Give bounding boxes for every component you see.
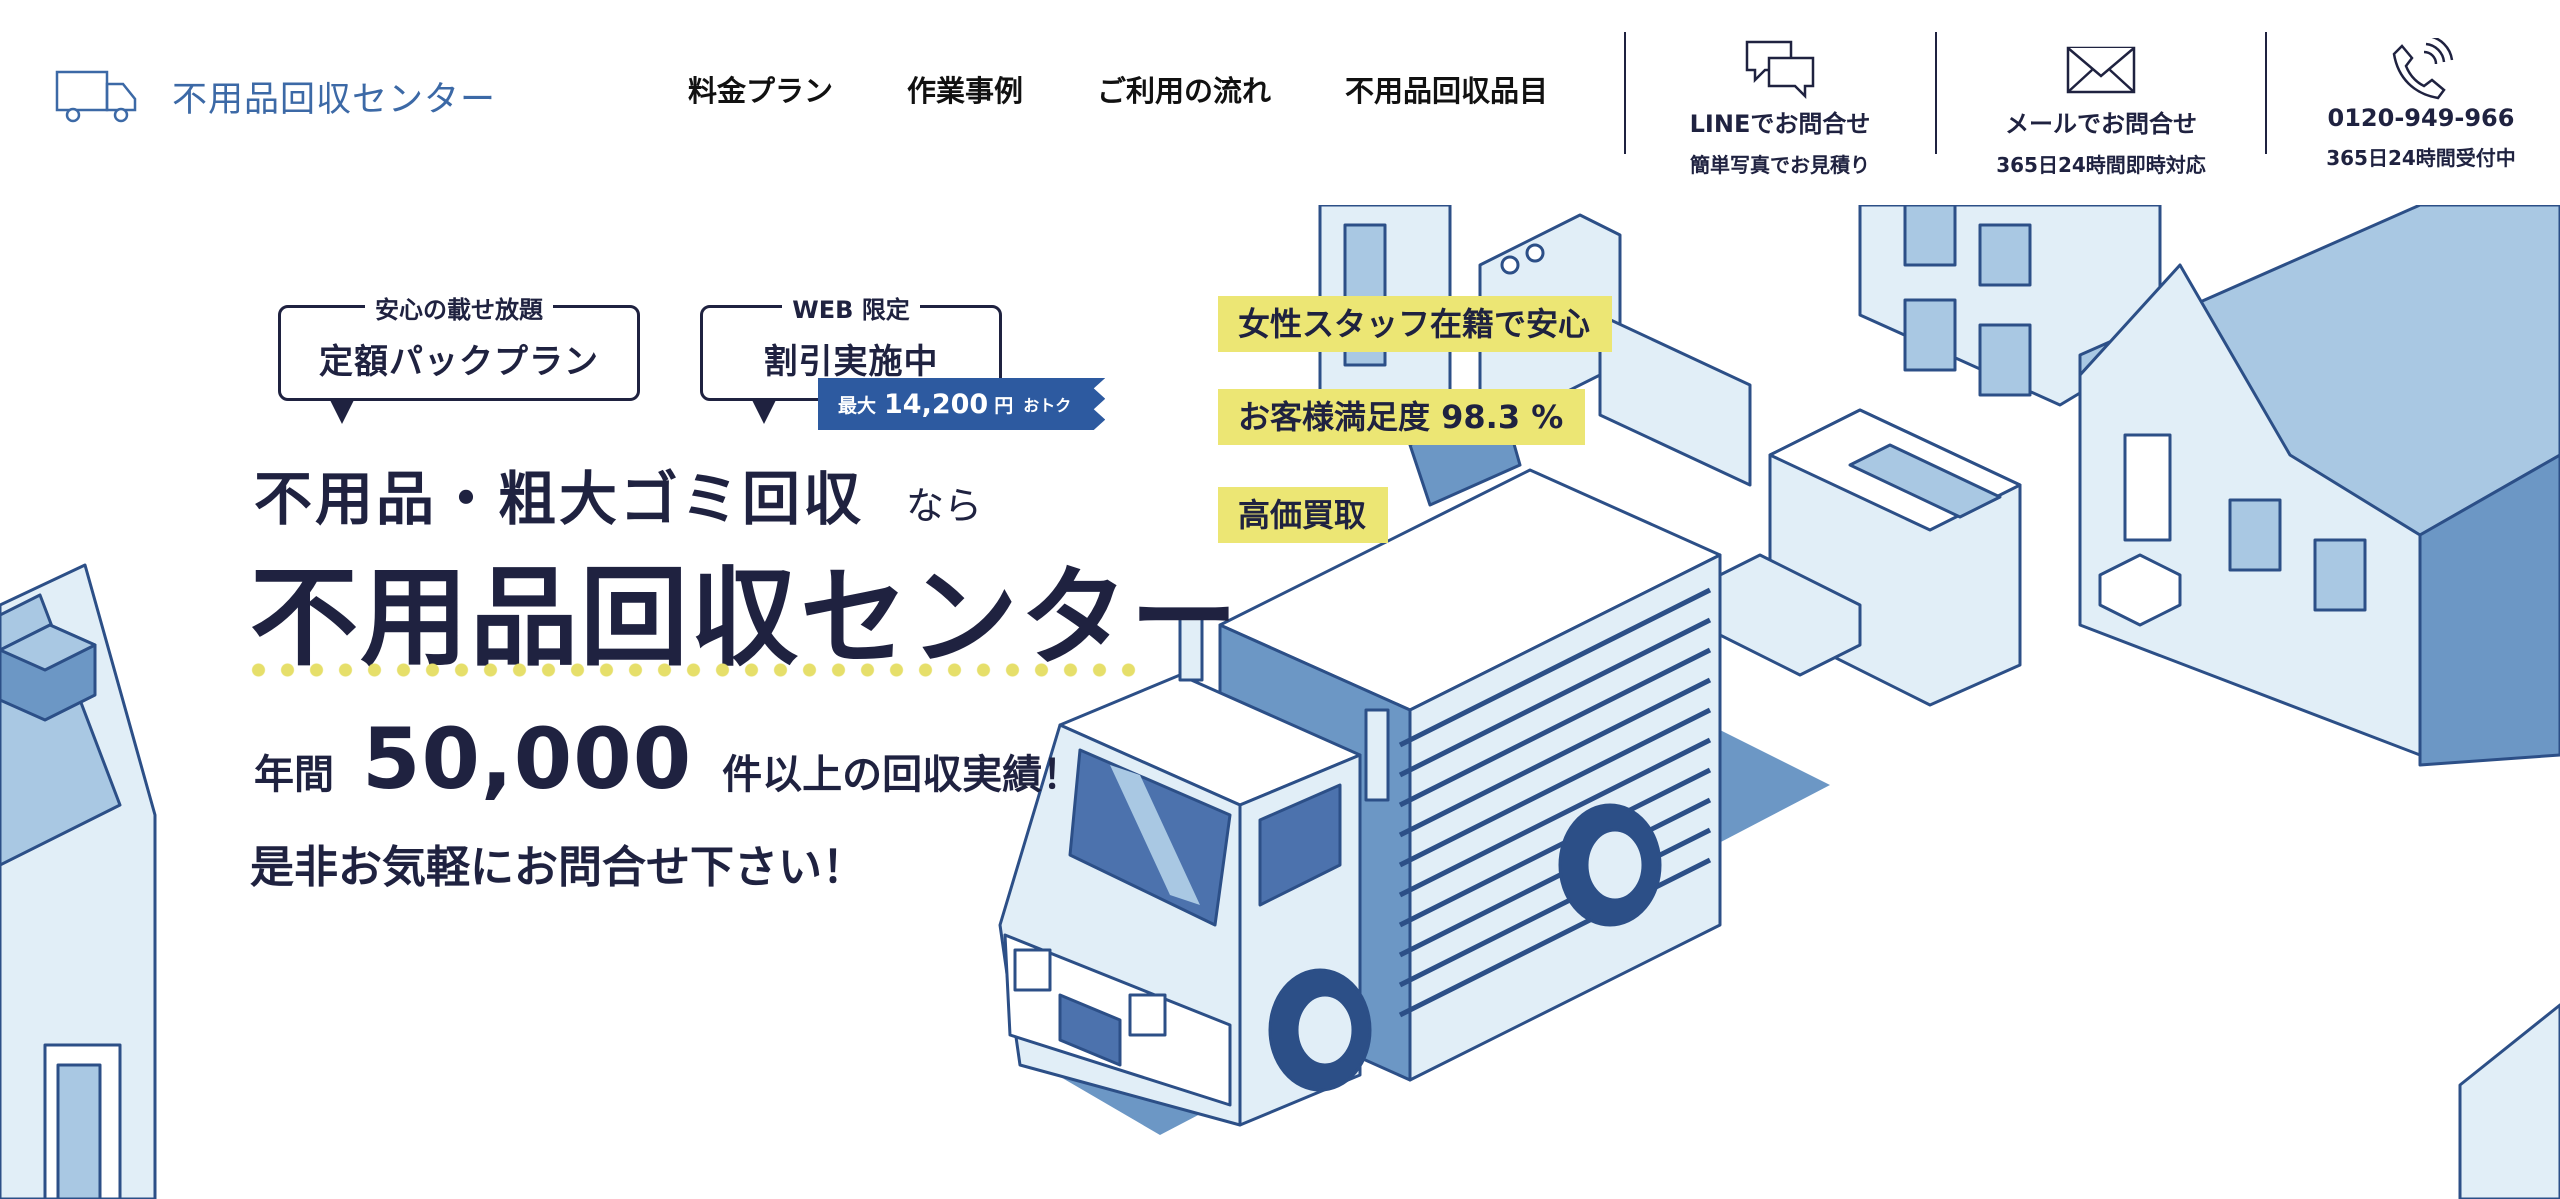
logo[interactable]: 不用品回収センター	[55, 66, 496, 126]
hero-stat: 年間 50,000 件以上の回収実績！	[254, 710, 1082, 808]
web-discount-label: 割引実施中	[763, 342, 939, 382]
mail-contact-sub: 365日24時間即時対応	[1996, 153, 2206, 177]
nav-items[interactable]: 不用品回収品目	[1345, 74, 1549, 108]
truck-illustration	[998, 468, 1722, 1127]
phone-icon	[2392, 38, 2454, 100]
phone-contact-button[interactable]: 0120-949-966 365日24時間受付中	[2265, 32, 2560, 170]
line-contact-sub: 簡単写真でお見積り	[1690, 153, 1870, 177]
envelope-icon	[2066, 46, 2136, 94]
right-house-illustration	[2078, 205, 2560, 1199]
discount-amount: 14,200	[884, 388, 989, 420]
nav-flow[interactable]: ご利用の流れ	[1097, 74, 1272, 108]
line-contact-label: LINEでお問合せ	[1689, 110, 1871, 138]
hero-section: 安心の載せ放題 定額パックプラン WEB 限定 割引実施中 最大 14,200 …	[0, 205, 2560, 1199]
hero-headline-suffix: なら	[906, 484, 983, 528]
chat-bubbles-icon	[1745, 40, 1815, 100]
discount-prefix: 最大	[838, 394, 877, 417]
discount-unit: 円	[994, 394, 1014, 417]
stat-suffix: 件以上の回収実績！	[722, 752, 1083, 798]
fixed-pack-plan-label: 定額パックプラン	[319, 342, 599, 382]
hero-subtitle: 是非お気軽にお問合せ下さい！	[250, 842, 866, 893]
phone-contact-sub: 365日24時間受付中	[2326, 146, 2516, 170]
hero-headline-main: 不用品・粗大ゴミ回収	[254, 465, 865, 533]
discount-ribbon: 最大 14,200 円 おトク	[818, 378, 1106, 430]
phone-number: 0120-949-966	[2327, 104, 2515, 132]
tag-high-price-buyback: 高価買取	[1218, 487, 1389, 543]
stat-prefix: 年間	[254, 752, 334, 798]
mail-contact-button[interactable]: メールでお問合せ 365日24時間即時対応	[1935, 32, 2265, 177]
web-discount-caption: WEB 限定	[782, 296, 920, 324]
dotted-divider	[244, 663, 1150, 677]
line-contact-button[interactable]: LINEでお問合せ 簡単写真でお見積り	[1624, 32, 1934, 177]
truck-logo-icon	[55, 70, 137, 122]
logo-text: 不用品回収センター	[172, 79, 497, 120]
tag-female-staff: 女性スタッフ在籍で安心	[1218, 296, 1613, 352]
fixed-pack-plan-caption: 安心の載せ放題	[365, 296, 553, 324]
site-header: 不用品回収センター 料金プラン 作業事例 ご利用の流れ 不用品回収品目 LINE…	[0, 0, 2560, 205]
nav-pricing[interactable]: 料金プラン	[688, 74, 834, 108]
nav-cases[interactable]: 作業事例	[907, 74, 1024, 108]
hero-title: 不用品回収センター	[250, 556, 1241, 681]
isometric-city-illustration	[0, 205, 2560, 1199]
discount-suffix: おトク	[1023, 396, 1072, 415]
left-house-illustration	[0, 563, 157, 1199]
stat-number: 50,000	[362, 710, 693, 808]
hero-headline: 不用品・粗大ゴミ回収なら	[254, 452, 982, 536]
tag-satisfaction: お客様満足度 98.3 %	[1218, 389, 1586, 445]
main-nav: 料金プラン 作業事例 ご利用の流れ 不用品回収品目	[688, 68, 1622, 110]
mail-contact-label: メールでお問合せ	[2005, 110, 2197, 138]
fixed-pack-plan-bubble: 安心の載せ放題 定額パックプラン	[278, 296, 640, 424]
